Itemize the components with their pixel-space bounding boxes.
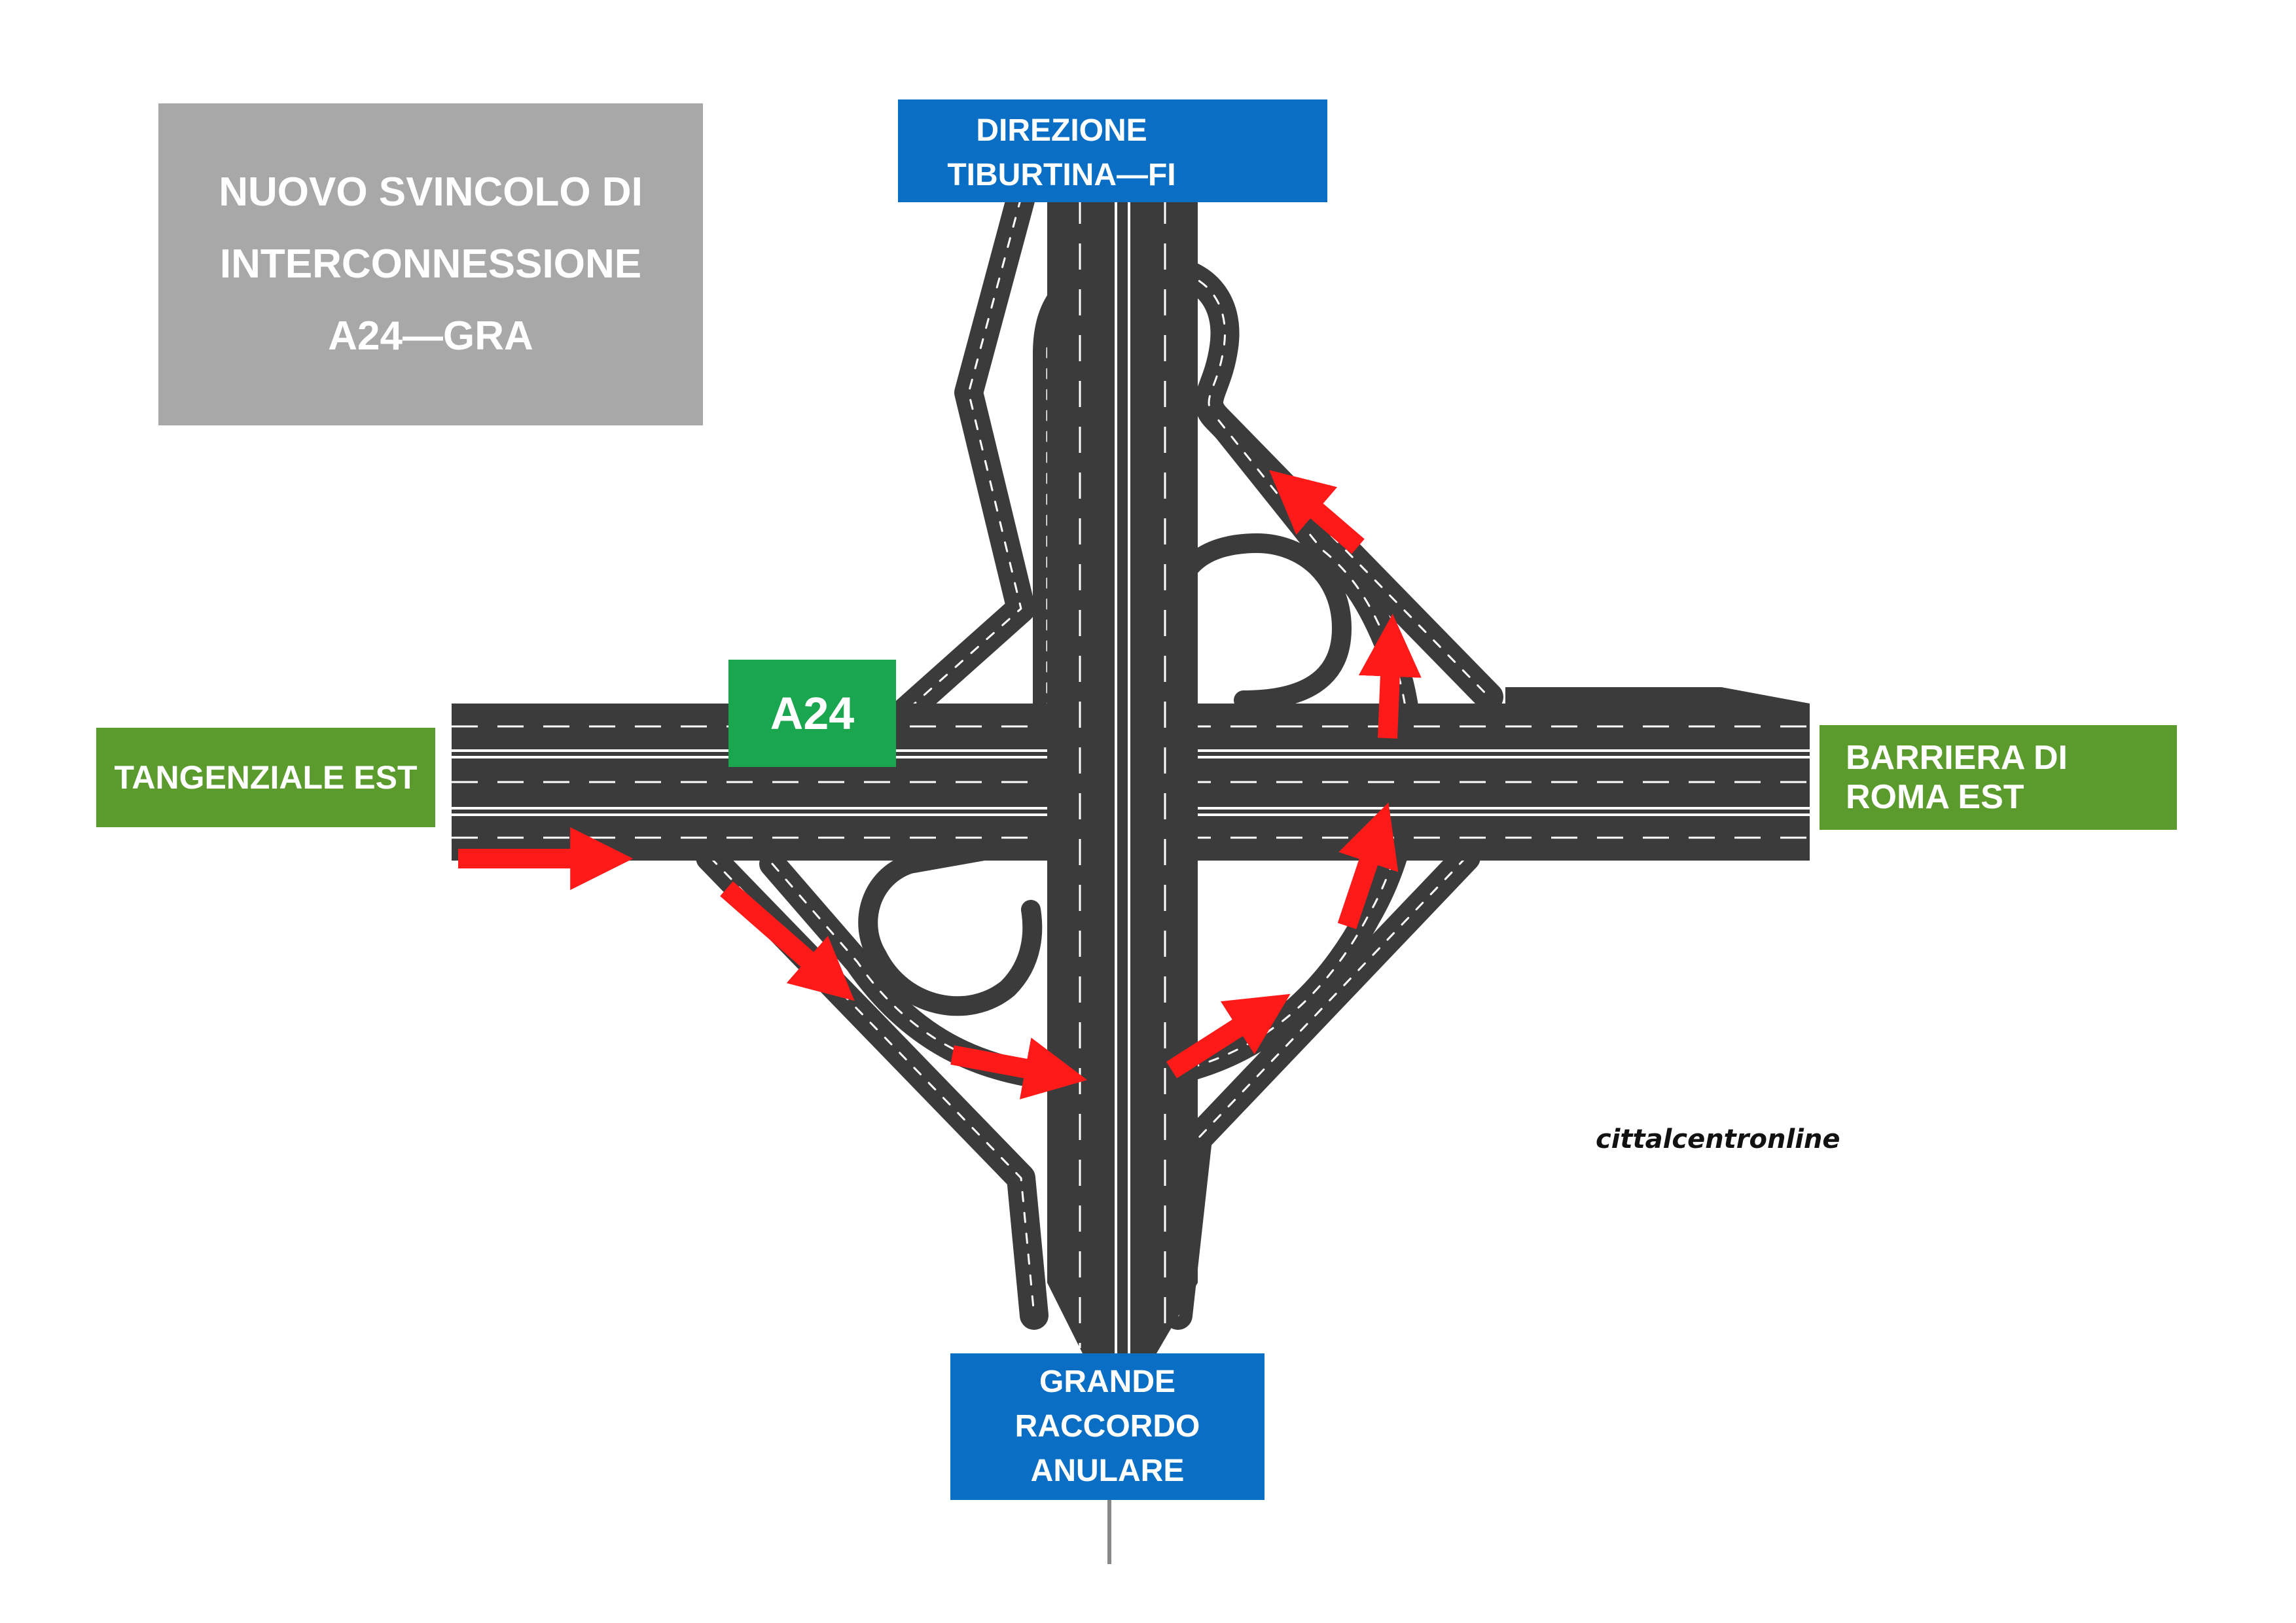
sign-west-label: TANGENZIALE EST <box>114 759 418 796</box>
sign-south-line-2: RACCORDO <box>1014 1409 1200 1444</box>
ramp-nw <box>886 183 1035 731</box>
route-arrows <box>458 470 1422 1099</box>
route-arrow-icon <box>1337 802 1399 929</box>
title-line-3: A24—GRA <box>328 313 533 359</box>
sign-grande-raccordo-anulare: GRANDE RACCORDO ANULARE <box>950 1353 1265 1500</box>
ramp-se <box>1164 843 1480 1330</box>
title-line-2: INTERCONNESSIONE <box>219 241 642 287</box>
sign-north-line-2: TIBURTINA—FI <box>947 158 1176 192</box>
route-arrow-icon <box>1269 470 1365 554</box>
a24-badge: A24 <box>728 660 896 767</box>
sign-direzione-tiburtina: DIREZIONE TIBURTINA—FI <box>898 99 1327 202</box>
route-arrow-icon <box>720 881 855 1001</box>
route-arrow-icon <box>1358 613 1422 739</box>
route-arrow-icon <box>1166 993 1291 1079</box>
title-line-1: NUOVO SVINCOLO DI <box>219 169 643 215</box>
loop-ne <box>1167 533 1352 717</box>
loop-sw <box>858 834 1043 1016</box>
sign-east-line-1: BARRIERA DI <box>1846 739 2068 777</box>
sign-south-line-1: GRANDE <box>1039 1364 1175 1399</box>
diagram-title: NUOVO SVINCOLO DI INTERCONNESSIONE A24—G… <box>158 103 703 425</box>
route-arrow-icon <box>950 1037 1088 1099</box>
sign-south-line-3: ANULARE <box>1030 1454 1185 1488</box>
sign-east-line-2: ROMA EST <box>1846 778 2024 816</box>
sign-north-line-1: DIREZIONE <box>976 113 1147 148</box>
sign-barriera-roma-est: BARRIERA DI ROMA EST <box>1820 725 2177 830</box>
a24-badge-label: A24 <box>770 688 855 739</box>
sign-tangenziale-est: TANGENZIALE EST <box>96 728 435 827</box>
credit-text: cittalcentronline <box>1596 1124 1840 1154</box>
